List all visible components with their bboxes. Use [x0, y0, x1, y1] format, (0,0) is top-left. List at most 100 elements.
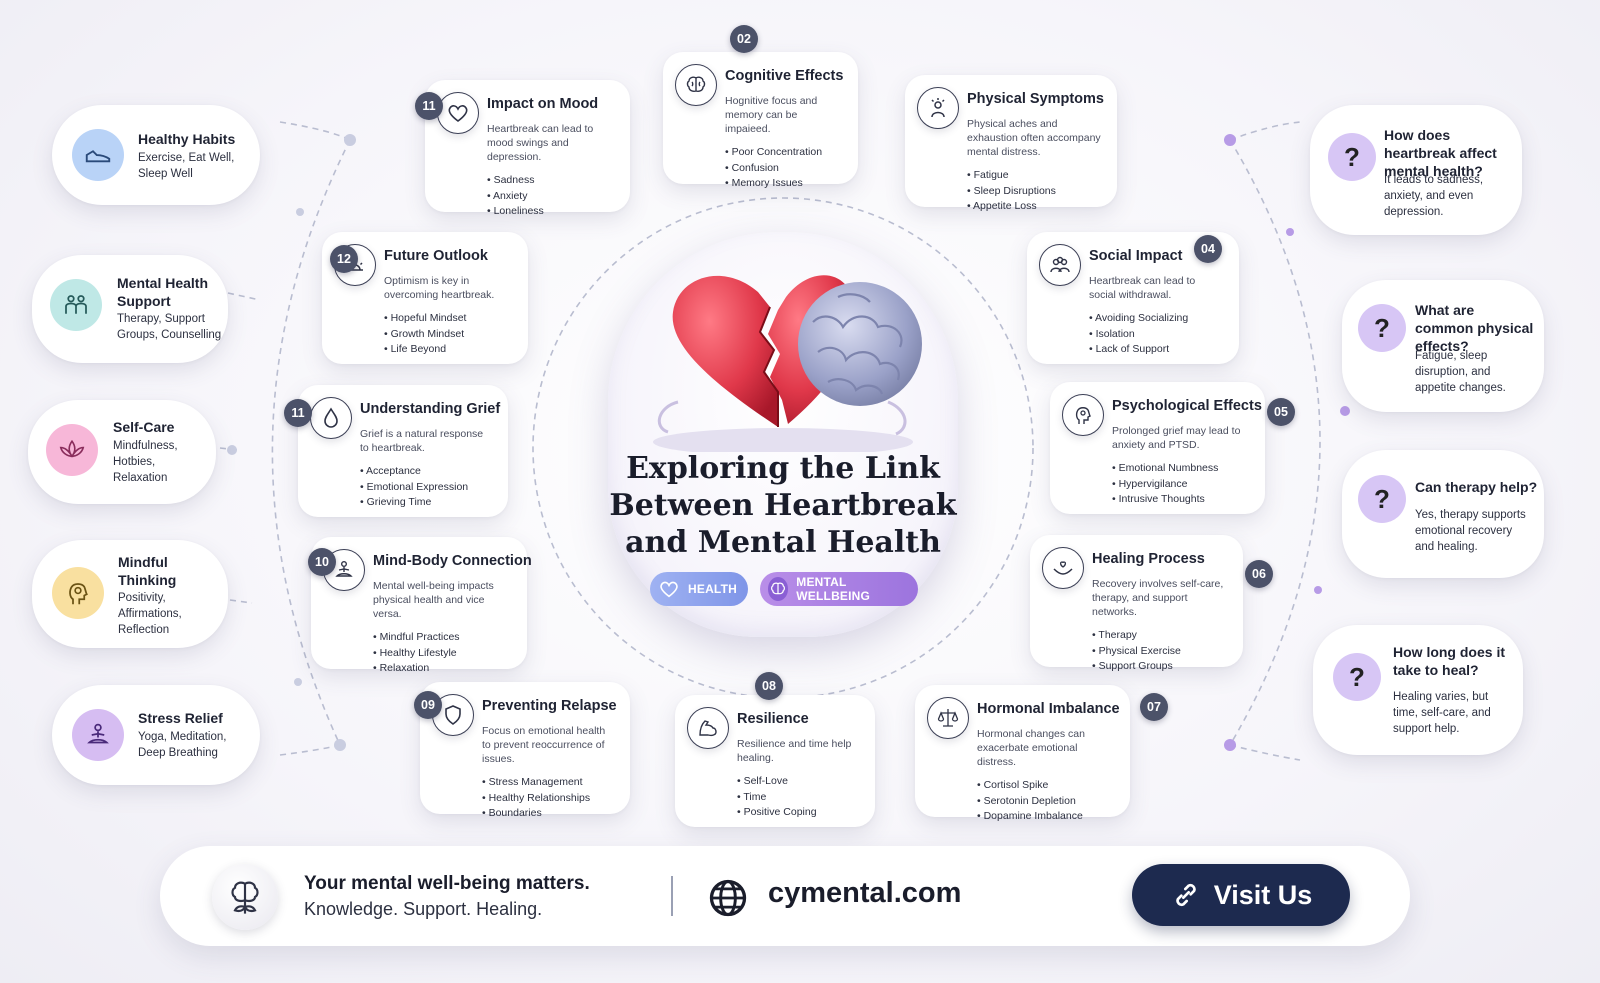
scales-icon [927, 697, 969, 739]
list-item: Poor Concentration [725, 145, 842, 161]
list-item: Acceptance [360, 464, 492, 480]
habit-card-mental-health-support: Mental Health Support Therapy, Support G… [32, 255, 228, 363]
list-item: Loneliness [487, 204, 614, 220]
visit-us-button[interactable]: Visit Us [1132, 864, 1350, 926]
topic-list: Sadness Anxiety Loneliness [487, 173, 614, 220]
topic-description: Recovery involves self-care, therapy, an… [1092, 578, 1224, 618]
globe-icon [709, 879, 747, 917]
topic-card-healing-process: Healing Process Recovery involves self-c… [1030, 535, 1243, 672]
topic-title: Healing Process [1092, 551, 1205, 567]
yoga-icon [72, 709, 124, 761]
list-item: Lack of Support [1089, 342, 1223, 358]
list-item: Hopeful Mindset [384, 311, 512, 327]
faq-question: How long does it take to heal? [1393, 644, 1505, 678]
faq-question: How does heartbreak affect mental health… [1384, 127, 1497, 179]
faq-card-therapy: ? Can therapy help? Yes, therapy support… [1342, 450, 1544, 578]
support-people-icon [50, 279, 102, 331]
list-item: Isolation [1089, 327, 1223, 343]
tag-health[interactable]: HEALTH [650, 572, 748, 606]
habit-card-self-care: Self-Care Mindfulness, Hotbies, Relaxati… [28, 400, 216, 504]
step-badge: 07 [1140, 693, 1168, 721]
topic-description: Resilience and time help healing. [737, 738, 852, 764]
topic-title: Preventing Relapse [482, 698, 617, 714]
habit-card-healthy-habits: Healthy Habits Exercise, Eat Well, Sleep… [52, 105, 260, 205]
tag-label: HEALTH [688, 582, 737, 596]
habit-title: Healthy Habits [138, 131, 236, 147]
habit-title: Stress Relief [138, 710, 223, 726]
topic-card-preventing-relapse: Preventing Relapse Focus on emotional he… [420, 682, 630, 819]
topic-description: Mental well-being impacts physical healt… [373, 580, 494, 620]
habit-title: Mental Health Support [117, 275, 209, 309]
tag-mental-wellbeing[interactable]: MENTAL WELLBEING [760, 572, 918, 606]
list-item: Hypervigilance [1112, 477, 1249, 493]
faq-question: What are common physical effects? [1415, 302, 1534, 354]
hands-heart-icon [1042, 547, 1084, 589]
group-icon [1039, 244, 1081, 286]
question-mark-icon: ? [1358, 304, 1406, 352]
topic-card-physical-symptoms: Physical Symptoms Physical aches and exh… [905, 75, 1117, 212]
topic-list: Poor Concentration Confusion Memory Issu… [725, 145, 842, 192]
person-stress-icon [917, 87, 959, 129]
list-item: Self-Love [737, 774, 859, 790]
footer-tagline: Knowledge. Support. Healing. [304, 899, 543, 919]
list-item: Healthy Relationships [482, 791, 614, 807]
list-item: Grieving Time [360, 495, 492, 511]
topic-title: Understanding Grief [360, 401, 501, 417]
topic-list: Fatigue Sleep Disruptions Appetite Loss [967, 168, 1101, 215]
habit-card-mindful-thinking: Mindful Thinking Positivity, Affirmation… [32, 540, 228, 648]
step-badge: 06 [1245, 560, 1273, 588]
topic-list: Emotional Numbness Hypervigilance Intrus… [1112, 461, 1249, 508]
list-item: Therapy [1092, 628, 1227, 644]
divider [671, 876, 673, 916]
topic-description: Hognitive focus and memory can be impaie… [725, 95, 818, 135]
faq-card-physical-effects: ? What are common physical effects? Fati… [1342, 280, 1544, 412]
topic-card-impact-on-mood: Impact on Mood Heartbreak can lead to mo… [425, 80, 630, 217]
topic-description: Heartbreak can lead to social withdrawal… [1089, 275, 1196, 301]
topic-title: Social Impact [1089, 248, 1183, 264]
step-badge: 12 [330, 245, 358, 273]
topic-card-mind-body-connection: Mind-Body Connection Mental well-being i… [311, 537, 532, 674]
topic-list: Avoiding Socializing Isolation Lack of S… [1089, 311, 1223, 358]
list-item: Mindful Practices [373, 630, 511, 646]
tag-label: MENTAL WELLBEING [796, 575, 871, 603]
habit-title: Self-Care [113, 419, 175, 435]
topic-card-resilience: Resilience Resilience and time help heal… [675, 695, 875, 827]
topic-title: Impact on Mood [487, 96, 599, 112]
list-item: Healthy Lifestyle [373, 646, 511, 662]
list-item: Positive Coping [737, 805, 859, 821]
list-item: Anxiety [487, 189, 614, 205]
topic-list: Therapy Physical Exercise Support Groups [1092, 628, 1227, 675]
heart-brain-illustration [653, 275, 922, 452]
list-item: Intrusive Thoughts [1112, 492, 1249, 508]
topic-list: Self-Love Time Positive Coping [737, 774, 859, 821]
topic-title: Mind-Body Connection [373, 553, 532, 569]
website-link[interactable]: cymental.com [768, 877, 962, 909]
topic-list: Mindful Practices Healthy Lifestyle Rela… [373, 630, 511, 677]
heart-icon [658, 577, 680, 601]
list-item: Sadness [487, 173, 614, 189]
habit-text: Therapy, Support Groups, Counselling [117, 313, 222, 341]
faq-answer: Healing varies, but time, self-care, and… [1393, 691, 1491, 735]
lotus-icon [46, 424, 98, 476]
topic-title: Cognitive Effects [725, 68, 844, 84]
list-item: Fatigue [967, 168, 1101, 184]
topic-list: Cortisol Spike Serotonin Depletion Dopam… [977, 778, 1114, 825]
step-badge: 08 [755, 672, 783, 700]
list-item: Confusion [725, 161, 842, 177]
habit-text: Yoga, Meditation, Deep Breathing [138, 731, 227, 759]
head-bulb-icon [52, 567, 104, 619]
teardrop-icon [310, 397, 352, 439]
habit-text: Positivity, Affirmations, Reflection [118, 592, 182, 636]
faq-card-heartbreak-mental-health: ? How does heartbreak affect mental heal… [1310, 105, 1522, 235]
question-mark-icon: ? [1358, 475, 1406, 523]
list-item: Time [737, 790, 859, 806]
topic-description: Hormonal changes can exacerbate emotiona… [977, 728, 1085, 768]
head-mind-icon [1062, 394, 1104, 436]
step-badge: 11 [415, 92, 443, 120]
topic-card-understanding-grief: Understanding Grief Grief is a natural r… [298, 385, 508, 517]
faq-card-time-to-heal: ? How long does it take to heal? Healing… [1313, 625, 1523, 755]
step-badge: 04 [1194, 235, 1222, 263]
center-hero: Exploring the Link Between Heartbreak an… [608, 232, 958, 637]
brain-icon [675, 64, 717, 106]
topic-list: Hopeful Mindset Growth Mindset Life Beyo… [384, 311, 512, 358]
